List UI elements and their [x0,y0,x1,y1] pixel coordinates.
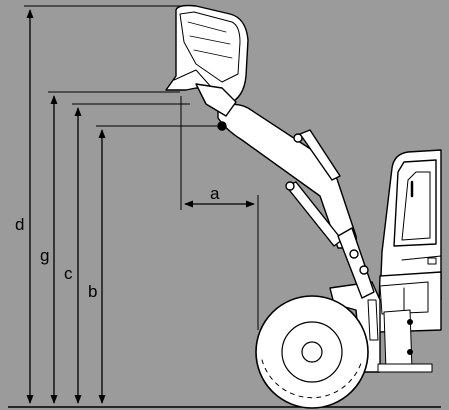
dimension-d-label: d [15,215,24,234]
loader-bucket [165,4,249,131]
dimension-b-label: b [88,282,97,301]
dimension-a-label: a [210,184,220,203]
dimension-arrows [26,8,255,404]
tilt-linkage [285,129,375,299]
wheel-loader-illustration [165,4,442,409]
dimension-c-label: c [64,264,73,283]
dimension-g-label: g [40,246,49,265]
extension-lines [24,5,259,330]
front-wheel [255,295,369,409]
loader-cab [377,149,442,333]
